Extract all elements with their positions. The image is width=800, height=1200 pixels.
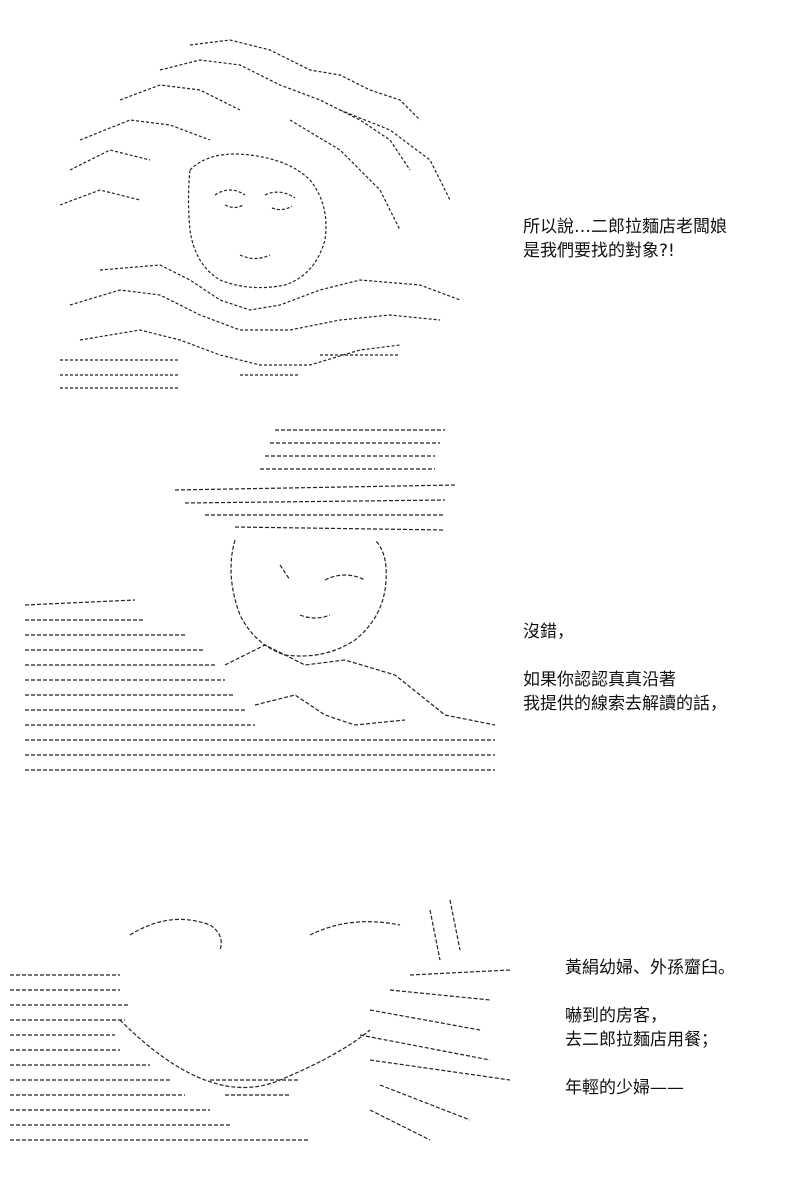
hat-wearing-character-illustration <box>25 415 505 785</box>
panel-1: 所以說…二郎拉麵店老闆娘 是我們要找的對象?! <box>0 0 800 410</box>
caption-spacer <box>565 1052 735 1076</box>
caption-line: 我提供的線索去解讀的話， <box>523 694 727 714</box>
panel-1-caption: 所以說…二郎拉麵店老闆娘 是我們要找的對象?! <box>523 215 727 263</box>
caption-line: 黃絹幼婦、外孫齏臼。 <box>565 958 735 978</box>
panel-3: 黃絹幼婦、外孫齏臼。 嚇到的房客， 去二郎拉麵店用餐； 年輕的少婦—— <box>0 860 800 1160</box>
caption-line: 是我們要找的對象?! <box>523 241 675 261</box>
spiky-hair-character-illustration <box>40 30 470 400</box>
caption-line: 沒錯， <box>523 622 574 642</box>
caption-line: 如果你認認真真沿著 <box>523 670 676 690</box>
caption-line: 嚇到的房客， <box>565 1006 667 1026</box>
caption-spacer <box>565 980 735 1004</box>
caption-line: 年輕的少婦—— <box>565 1078 684 1098</box>
caption-spacer <box>523 644 727 668</box>
panel-3-caption: 黃絹幼婦、外孫齏臼。 嚇到的房客， 去二郎拉麵店用餐； 年輕的少婦—— <box>565 956 735 1100</box>
caption-line: 所以說…二郎拉麵店老闆娘 <box>523 217 727 237</box>
panel-2: 沒錯， 如果你認認真真沿著 我提供的線索去解讀的話， <box>0 410 800 790</box>
caption-line: 去二郎拉麵店用餐； <box>565 1030 718 1050</box>
panel-2-caption: 沒錯， 如果你認認真真沿著 我提供的線索去解讀的話， <box>523 620 727 716</box>
grinning-face-closeup-illustration <box>10 880 520 1150</box>
